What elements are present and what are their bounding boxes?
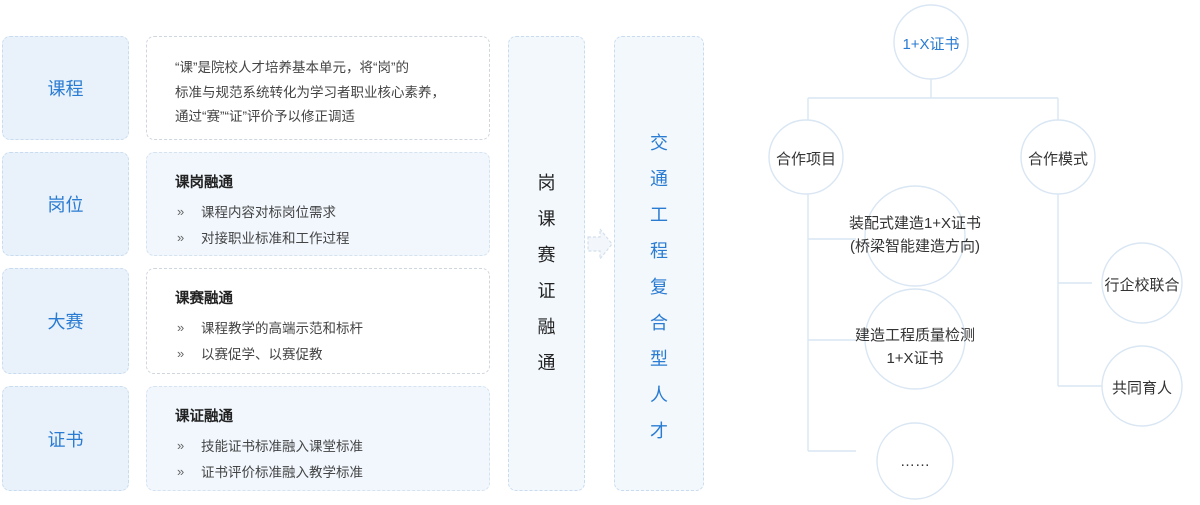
result-column: 交 通 工 程 复 合 型 人 才 — [614, 36, 704, 491]
column-char: 型 — [650, 349, 668, 369]
tree-branch-modes: 合作模式 — [1027, 151, 1088, 168]
block-item-text: 以赛促学、以赛促教 — [201, 347, 323, 362]
tree-item-assembled-build: 装配式建造1+X证书 (桥梁智能建造方向) — [835, 212, 995, 258]
integration-column: 岗 课 赛 证 融 通 — [508, 36, 585, 491]
arrow-right-icon — [587, 227, 613, 261]
block-item: » 课程内容对标岗位需求 — [147, 201, 489, 221]
block-item-text: 证书评价标准融入教学标准 — [201, 465, 363, 480]
block-item: » 课程教学的高端示范和标杆 — [147, 317, 489, 337]
column-char: 合 — [650, 313, 668, 333]
category-label: 大赛 — [47, 312, 84, 332]
course-desc-line: 标准与规范系统转化为学习者职业核心素养， — [175, 84, 445, 100]
category-label: 岗位 — [47, 195, 84, 215]
category-label: 证书 — [47, 429, 84, 450]
chevron-right-icon: » — [177, 229, 185, 245]
chevron-right-icon: » — [177, 463, 185, 479]
category-course: 课程 — [2, 36, 129, 140]
column-char: 证 — [537, 281, 556, 301]
tree-item-line: 1+X证书 — [886, 350, 944, 367]
tree-item-line: (桥梁智能建造方向) — [850, 238, 980, 255]
chevron-right-icon: » — [177, 345, 185, 361]
course-certificate-box: 课证融通 » 技能证书标准融入课堂标准 » 证书评价标准融入教学标准 — [146, 386, 490, 491]
category-position: 岗位 — [2, 152, 129, 256]
block-item-text: 课程内容对标岗位需求 — [201, 205, 336, 220]
column-char: 人 — [650, 385, 668, 405]
column-char: 通 — [537, 353, 556, 373]
column-char: 通 — [650, 169, 668, 189]
column-char: 复 — [650, 277, 668, 297]
chevron-right-icon: » — [177, 319, 185, 335]
category-competition: 大赛 — [2, 268, 129, 374]
column-char: 岗 — [537, 173, 556, 193]
course-desc-line: 通过“赛”“证”评价予以修正调适 — [175, 109, 355, 124]
block-item: » 技能证书标准融入课堂标准 — [147, 435, 489, 455]
column-char: 赛 — [537, 245, 556, 265]
tree-root: 1+X证书 — [902, 36, 960, 53]
category-certificate: 证书 — [2, 386, 129, 491]
tree-item-quality-inspection: 建造工程质量检测 1+X证书 — [835, 324, 995, 370]
tree-connectors — [768, 4, 1183, 500]
block-item: » 证书评价标准融入教学标准 — [147, 461, 489, 481]
chevron-right-icon: » — [177, 437, 185, 453]
tree-item-more: …… — [900, 453, 930, 470]
column-char: 才 — [650, 421, 668, 441]
tree-item-line: 建造工程质量检测 — [854, 327, 975, 344]
block-title: 课证融通 — [175, 409, 233, 425]
tree-item-line: 装配式建造1+X证书 — [848, 215, 982, 232]
block-title: 课岗融通 — [175, 175, 233, 191]
block-item-text: 对接职业标准和工作过程 — [201, 231, 350, 246]
column-char: 程 — [650, 241, 668, 261]
chevron-right-icon: » — [177, 203, 185, 219]
column-char: 交 — [650, 133, 668, 153]
tree-item-co-education: 共同育人 — [1111, 380, 1172, 397]
course-desc-line: “课”是院校人才培养基本单元，将“岗”的 — [175, 60, 409, 75]
block-item-text: 课程教学的高端示范和标杆 — [201, 321, 363, 336]
course-position-box: 课岗融通 » 课程内容对标岗位需求 » 对接职业标准和工作过程 — [146, 152, 490, 256]
block-item: » 以赛促学、以赛促教 — [147, 343, 489, 363]
column-char: 融 — [537, 317, 556, 337]
course-description-box: “课”是院校人才培养基本单元，将“岗”的 标准与规范系统转化为学习者职业核心素养… — [146, 36, 490, 140]
block-title: 课赛融通 — [175, 291, 233, 307]
block-item-text: 技能证书标准融入课堂标准 — [201, 439, 363, 454]
tree-item-joint: 行企校联合 — [1104, 277, 1180, 294]
category-label: 课程 — [47, 79, 84, 99]
column-char: 工 — [650, 205, 668, 225]
column-char: 课 — [537, 209, 556, 229]
course-competition-box: 课赛融通 » 课程教学的高端示范和标杆 » 以赛促学、以赛促教 — [146, 268, 490, 374]
tree-branch-projects: 合作项目 — [775, 151, 836, 168]
block-item: » 对接职业标准和工作过程 — [147, 227, 489, 247]
